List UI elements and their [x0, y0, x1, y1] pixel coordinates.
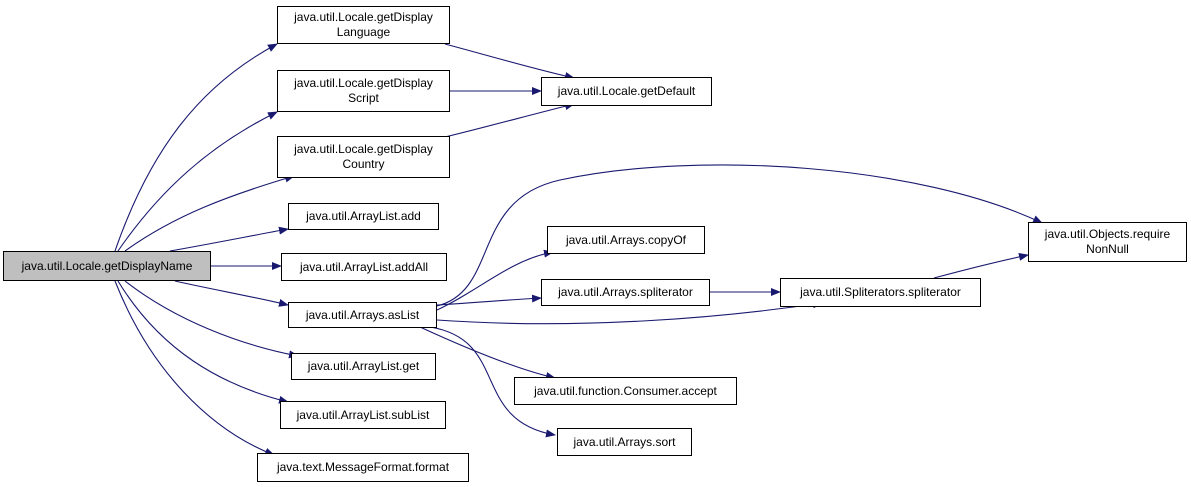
edge-root-to-messageFormat — [114, 280, 275, 456]
node-label: java.util.Arrays.sort — [573, 434, 676, 449]
node-arraysCopyOf[interactable]: java.util.Arrays.copyOf — [547, 226, 705, 254]
node-label-line1: java.util.Locale.getDisplay — [294, 142, 433, 156]
node-label-line2: NonNull — [1086, 242, 1129, 256]
edge-arraysAsList-to-requireNonNull — [436, 164, 1043, 307]
node-getDisplayLanguage[interactable]: java.util.Locale.getDisplay Language — [277, 6, 450, 44]
edge-spliterators-to-requireNonNull — [933, 252, 1029, 279]
node-label-line1: java.util.Locale.getDisplay — [294, 76, 433, 90]
node-label-line2: Script — [348, 91, 379, 105]
node-arraysAsList[interactable]: java.util.Arrays.asList — [288, 302, 437, 328]
node-label-line1: java.util.Locale.getDisplay — [294, 10, 433, 24]
node-label-line2: Language — [336, 25, 391, 39]
node-spliterators[interactable]: java.util.Spliterators.spliterator — [780, 278, 981, 307]
edge-root-to-arraysAsList — [174, 280, 289, 307]
edge-arraysAsList-to-arraysSort — [429, 326, 556, 438]
node-arrayListSubList[interactable]: java.util.ArrayList.subList — [280, 401, 446, 429]
node-consumerAccept[interactable]: java.util.function.Consumer.accept — [514, 377, 737, 405]
edge-root-to-arrayListGet — [124, 280, 299, 359]
node-requireNonNull[interactable]: java.util.Objects.require NonNull — [1028, 222, 1187, 262]
node-label: java.text.MessageFormat.format — [276, 460, 450, 474]
node-arraysSort[interactable]: java.util.Arrays.sort — [557, 428, 692, 456]
edge-arraysAsList-to-consumerAccept — [419, 326, 556, 380]
node-label: java.util.ArrayList.add — [306, 209, 421, 223]
edge-root-to-getDisplayCountry — [124, 174, 295, 252]
edge-root-to-arrayListAdd — [169, 226, 289, 252]
node-arrayListGet[interactable]: java.util.ArrayList.get — [291, 353, 436, 380]
node-label: java.util.Spliterators.spliterator — [800, 285, 961, 299]
node-label: java.util.ArrayList.addAll — [299, 259, 429, 274]
edge-arraysAsList-to-arraysCopyOf — [436, 249, 554, 311]
node-label: java.util.Arrays.copyOf — [565, 232, 687, 247]
edge-root-to-getDisplayLanguage — [114, 43, 278, 252]
node-label: java.util.ArrayList.get — [307, 359, 420, 373]
edge-root-to-getDisplayScript — [117, 111, 278, 252]
node-getDisplayCountry[interactable]: java.util.Locale.getDisplay Country — [277, 136, 450, 178]
node-label-line2: Country — [342, 157, 385, 171]
node-label-line1: java.util.Objects.require — [1044, 227, 1171, 241]
edge-root-to-arrayListSubList — [117, 280, 289, 404]
node-arraysSpliterator[interactable]: java.util.Arrays.spliterator — [541, 279, 710, 306]
node-label: java.util.Arrays.asList — [305, 307, 420, 322]
edge-getDisplayCountry-to-getDefault — [444, 102, 575, 138]
node-label: java.util.Locale.getDefault — [557, 84, 696, 98]
edge-arraysAsList-to-arraysSpliterator — [436, 294, 542, 306]
node-getDisplayScript[interactable]: java.util.Locale.getDisplay Script — [277, 70, 450, 112]
node-getDisplayName: java.util.Locale.getDisplayName — [3, 251, 211, 281]
node-getDefault[interactable]: java.util.Locale.getDefault — [541, 77, 712, 106]
node-label: java.util.Locale.getDisplayName — [21, 258, 193, 273]
node-arrayListAdd[interactable]: java.util.ArrayList.add — [288, 203, 439, 230]
edge-getDisplayLanguage-to-getDefault — [444, 43, 575, 80]
node-label: java.util.Arrays.spliterator — [558, 285, 693, 299]
node-messageFormat[interactable]: java.text.MessageFormat.format — [257, 453, 469, 482]
edge-arraysAsList-to-spliterators — [436, 300, 823, 325]
node-label: java.util.ArrayList.subList — [296, 407, 430, 422]
node-label: java.util.function.Consumer.accept — [534, 383, 717, 398]
node-arrayListAddAll[interactable]: java.util.ArrayList.addAll — [281, 253, 447, 281]
